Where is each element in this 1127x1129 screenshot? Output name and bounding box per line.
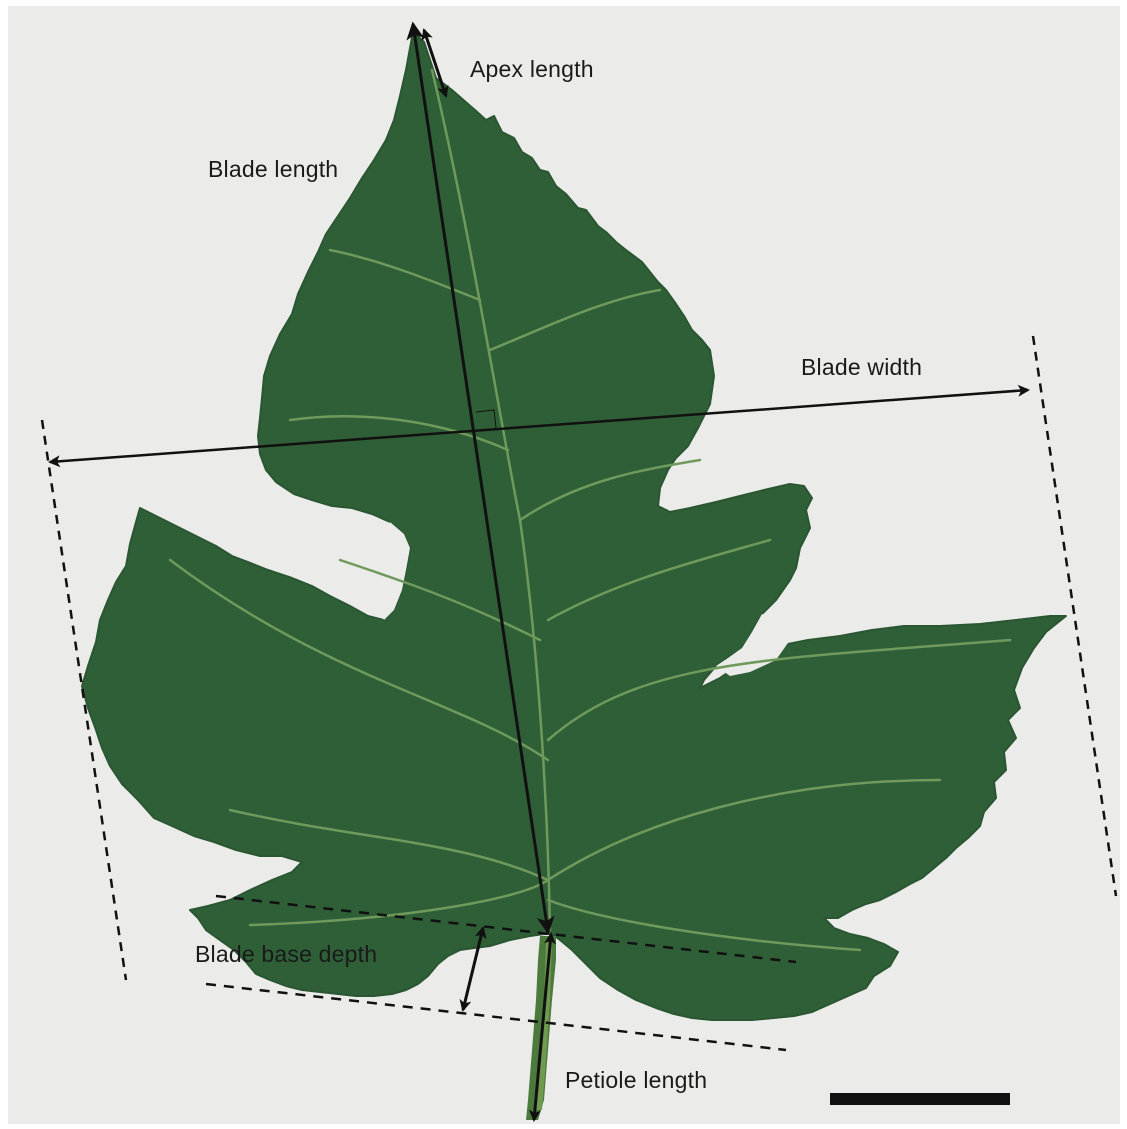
blade-base-depth-label: Blade base depth: [195, 943, 377, 966]
blade-length-label: Blade length: [208, 158, 338, 181]
blade-width-label: Blade width: [801, 356, 922, 379]
petiole-length-label: Petiole length: [565, 1069, 707, 1092]
apex-length-label: Apex length: [470, 58, 594, 81]
scale-bar: [830, 1093, 1010, 1105]
